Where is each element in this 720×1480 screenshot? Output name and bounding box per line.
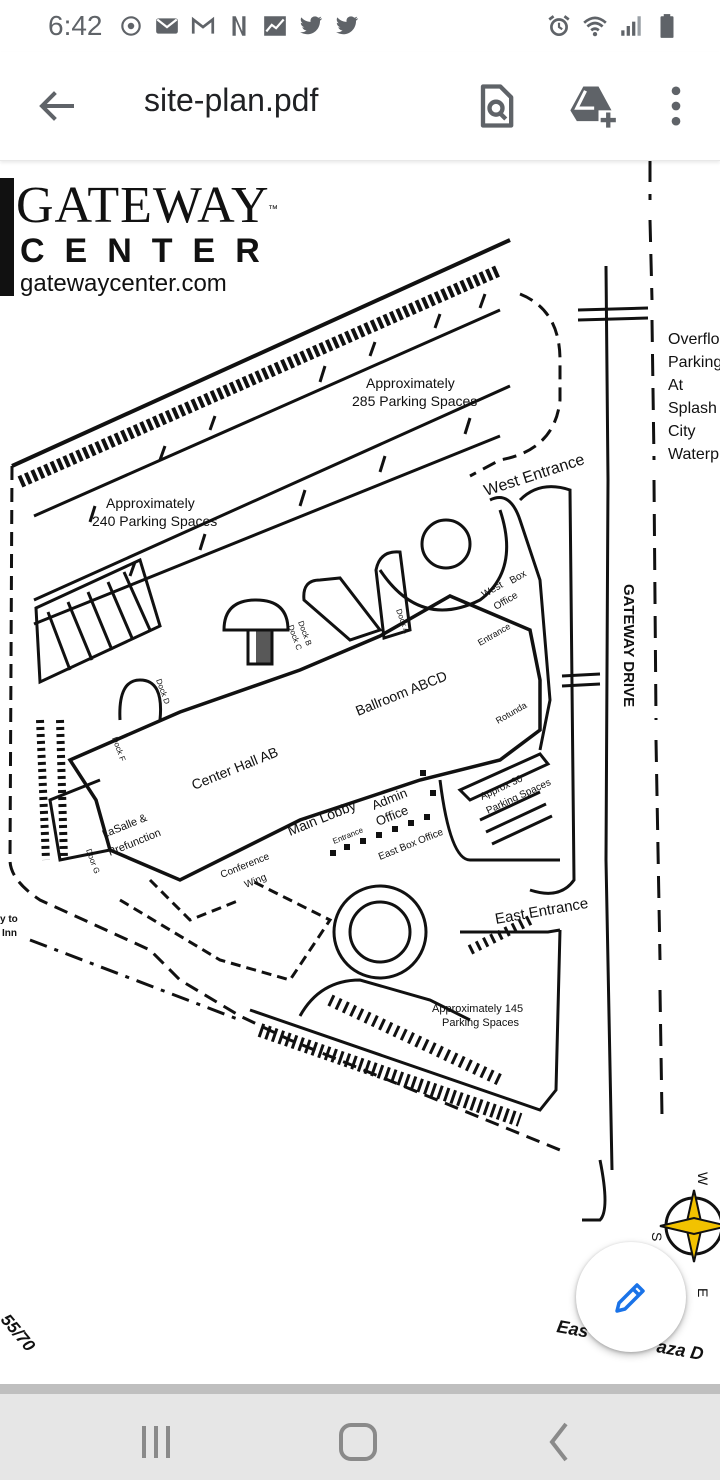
twitter-icon	[336, 16, 359, 35]
compass-s: S	[649, 1232, 665, 1241]
label-inn-b: Inn	[2, 928, 17, 939]
label-p145-a: Approximately 145	[432, 1003, 523, 1015]
label-east-box: East Box Office	[377, 827, 445, 863]
overflow-label-3: At	[668, 377, 684, 394]
label-dock-f: Dock F	[110, 736, 127, 763]
drive-add-icon[interactable]	[566, 80, 618, 132]
site-plan-map: Overflo Parking At Splash City Waterp Ap…	[0, 160, 720, 1364]
logo-trademark: ™	[268, 204, 278, 215]
compass-w: W	[695, 1172, 711, 1186]
label-p240-a: Approximately	[106, 495, 195, 511]
status-bar: 6:42	[0, 0, 720, 52]
label-inn-a: y to	[0, 914, 18, 925]
app-bar: site-plan.pdf	[0, 52, 720, 161]
label-west-box-b: Box	[508, 568, 528, 586]
label-ballroom: Ballroom ABCD	[353, 668, 449, 719]
battery-icon	[660, 14, 674, 38]
logo-gateway: GATEWAY	[16, 177, 270, 234]
label-east-entrance: East Entrance	[494, 895, 590, 928]
gmail-m-icon	[191, 16, 215, 34]
wifi-icon	[583, 16, 607, 37]
label-route: 55/70	[0, 1310, 39, 1355]
notification-icons	[118, 10, 360, 42]
netflix-icon	[232, 16, 246, 36]
status-time: 6:42	[48, 10, 103, 41]
twitter-icon	[300, 16, 323, 35]
document-title: site-plan.pdf	[144, 82, 319, 118]
back-icon[interactable]	[530, 1414, 590, 1470]
logo-url: gatewaycenter.com	[20, 270, 227, 297]
label-p145-b: Parking Spaces	[442, 1017, 520, 1029]
edit-pencil-icon	[615, 1283, 645, 1313]
signal-icon	[621, 16, 641, 36]
system-icons	[546, 10, 680, 42]
logo-center: CENTER	[20, 232, 280, 270]
label-p240-b: 240 Parking Spaces	[92, 513, 217, 529]
search-document-icon[interactable]	[470, 80, 522, 132]
compass-rose	[659, 1189, 720, 1263]
alarm-icon	[548, 15, 570, 37]
label-conference-b: Wing	[243, 872, 268, 891]
stocks-icon	[264, 16, 286, 36]
label-gateway-drive: GATEWAY DRIVE	[620, 584, 637, 707]
gmail-icon	[156, 18, 178, 34]
recent-apps-icon[interactable]	[126, 1414, 186, 1470]
more-vert-icon[interactable]	[650, 80, 702, 132]
label-p285-b: 285 Parking Spaces	[352, 393, 477, 409]
home-icon[interactable]	[328, 1414, 388, 1470]
overflow-label-6: Waterp	[668, 446, 719, 463]
edit-fab-button[interactable]	[576, 1242, 686, 1352]
overflow-label-5: City	[668, 423, 696, 440]
arrow-back-icon[interactable]	[30, 82, 82, 130]
overflow-label-4: Splash	[668, 400, 717, 417]
logo-bar	[0, 178, 14, 296]
system-nav-bar	[0, 1384, 720, 1480]
pdf-viewer[interactable]: Overflo Parking At Splash City Waterp Ap…	[0, 160, 720, 1384]
overflow-label-2: Parking	[668, 354, 720, 371]
label-entrance-main: Entrance	[331, 825, 365, 846]
label-rotunda: Rotunda	[494, 700, 528, 726]
sync-icon	[121, 16, 141, 36]
overflow-label-1: Overflo	[668, 331, 720, 348]
label-center-hall: Center Hall AB	[189, 744, 280, 793]
compass-e: E	[695, 1288, 711, 1297]
label-p285-a: Approximately	[366, 375, 455, 391]
label-entrance-west: Entrance	[476, 621, 512, 648]
